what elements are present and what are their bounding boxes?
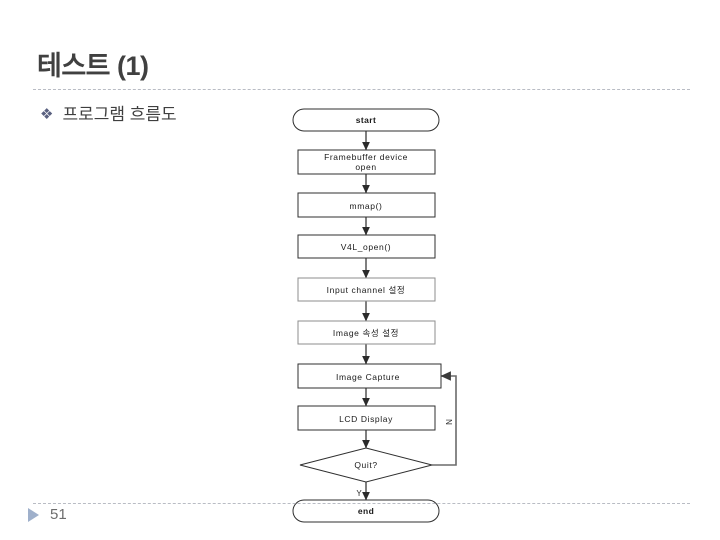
diamond-cluster-bullet-icon: ❖ xyxy=(40,106,54,123)
flow-node-v4l-open[interactable]: V4L_open() xyxy=(297,234,436,259)
flow-node-image-capture[interactable]: Image Capture xyxy=(297,363,442,389)
flow-node-input-channel-label: Input channel 설정 xyxy=(327,285,406,295)
flow-node-v4l-open-label: V4L_open() xyxy=(341,242,391,252)
page-title: 테스트 (1) xyxy=(37,51,149,81)
flow-node-mmap-label: mmap() xyxy=(350,201,383,211)
flow-node-lcd-display[interactable]: LCD Display xyxy=(297,405,436,431)
bullet-item-label: 프로그램 흐름도 xyxy=(62,105,177,124)
flow-node-framebuffer-open-label-line1: Framebuffer device xyxy=(324,152,408,162)
flow-node-image-attribute-label: Image 속성 설정 xyxy=(333,328,399,338)
flow-node-mmap[interactable]: mmap() xyxy=(297,192,436,218)
flow-node-input-channel[interactable]: Input channel 설정 xyxy=(297,277,436,302)
program-flowchart: start Framebuffer device open mmap() V4L… xyxy=(280,100,510,525)
flow-node-quit-decision-label: Quit? xyxy=(354,460,377,470)
edge-quit-no-loop-to-imagecapture xyxy=(432,371,457,466)
flow-node-start[interactable]: start xyxy=(292,108,440,132)
flow-node-image-attribute[interactable]: Image 속성 설정 xyxy=(297,320,436,345)
flow-node-end-label: end xyxy=(358,506,374,516)
edge-label-no: N xyxy=(445,419,454,425)
slide-footer: 51 xyxy=(28,506,67,523)
flow-node-framebuffer-open[interactable]: Framebuffer device open xyxy=(297,149,436,175)
flow-node-image-capture-label: Image Capture xyxy=(336,372,400,382)
title-divider xyxy=(33,89,690,90)
play-triangle-icon xyxy=(28,507,39,522)
bullet-list-item: ❖ 프로그램 흐름도 xyxy=(40,100,177,125)
flow-node-start-label: start xyxy=(356,115,376,125)
flow-node-framebuffer-open-label-line2: open xyxy=(355,162,376,172)
flow-node-end[interactable]: end xyxy=(292,499,440,523)
page-number: 51 xyxy=(50,506,67,523)
footer-divider xyxy=(33,503,690,504)
edge-label-yes: Y xyxy=(356,489,362,498)
flow-node-lcd-display-label: LCD Display xyxy=(339,414,393,424)
flow-node-quit-decision[interactable]: Quit? xyxy=(299,447,433,483)
